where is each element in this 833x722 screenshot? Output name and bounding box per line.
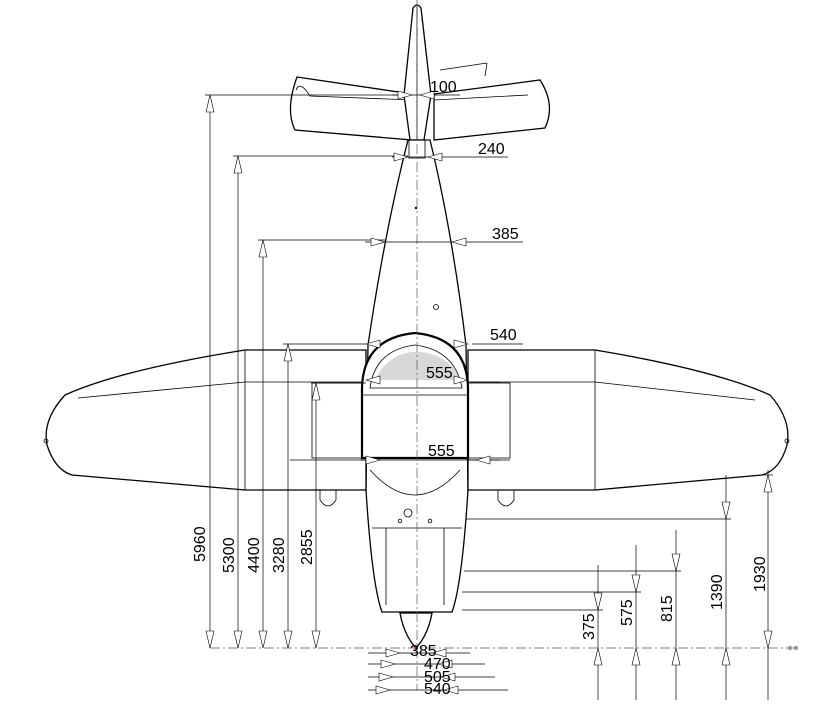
dim-385: 385 [492, 226, 519, 243]
dim-240: 240 [478, 141, 505, 158]
dim-100: 100 [430, 79, 457, 96]
vertical-dimension-lines [205, 94, 412, 649]
dim-5300: 5300 [221, 537, 238, 573]
dim-555-lower: 555 [428, 443, 455, 460]
bottom-dimension-lines [368, 648, 508, 695]
dim-1930: 1930 [752, 556, 769, 592]
horizontal-stabilizer [289, 62, 551, 141]
dim-3280: 3280 [271, 537, 288, 573]
dim-385-bottom: 385 [410, 643, 437, 660]
dim-815: 815 [659, 595, 676, 622]
right-dimension-lines [462, 470, 773, 700]
dim-505-bottom: 505 [424, 669, 451, 686]
width-dimension-lines [360, 90, 523, 465]
dim-5960: 5960 [192, 526, 209, 562]
dim-4400: 4400 [246, 537, 263, 573]
canopy [360, 331, 470, 496]
main-wing [43, 349, 790, 507]
dim-375: 375 [581, 613, 598, 640]
dim-1390: 1390 [709, 574, 726, 610]
dim-555-upper: 555 [426, 365, 453, 382]
dim-470-bottom: 470 [424, 656, 451, 673]
vertical-fin [403, 4, 432, 141]
dim-2855: 2855 [299, 529, 316, 565]
dim-575: 575 [619, 599, 636, 626]
dim-540: 540 [490, 327, 517, 344]
dim-540-bottom: 540 [424, 681, 451, 698]
center-lines [210, 0, 799, 690]
